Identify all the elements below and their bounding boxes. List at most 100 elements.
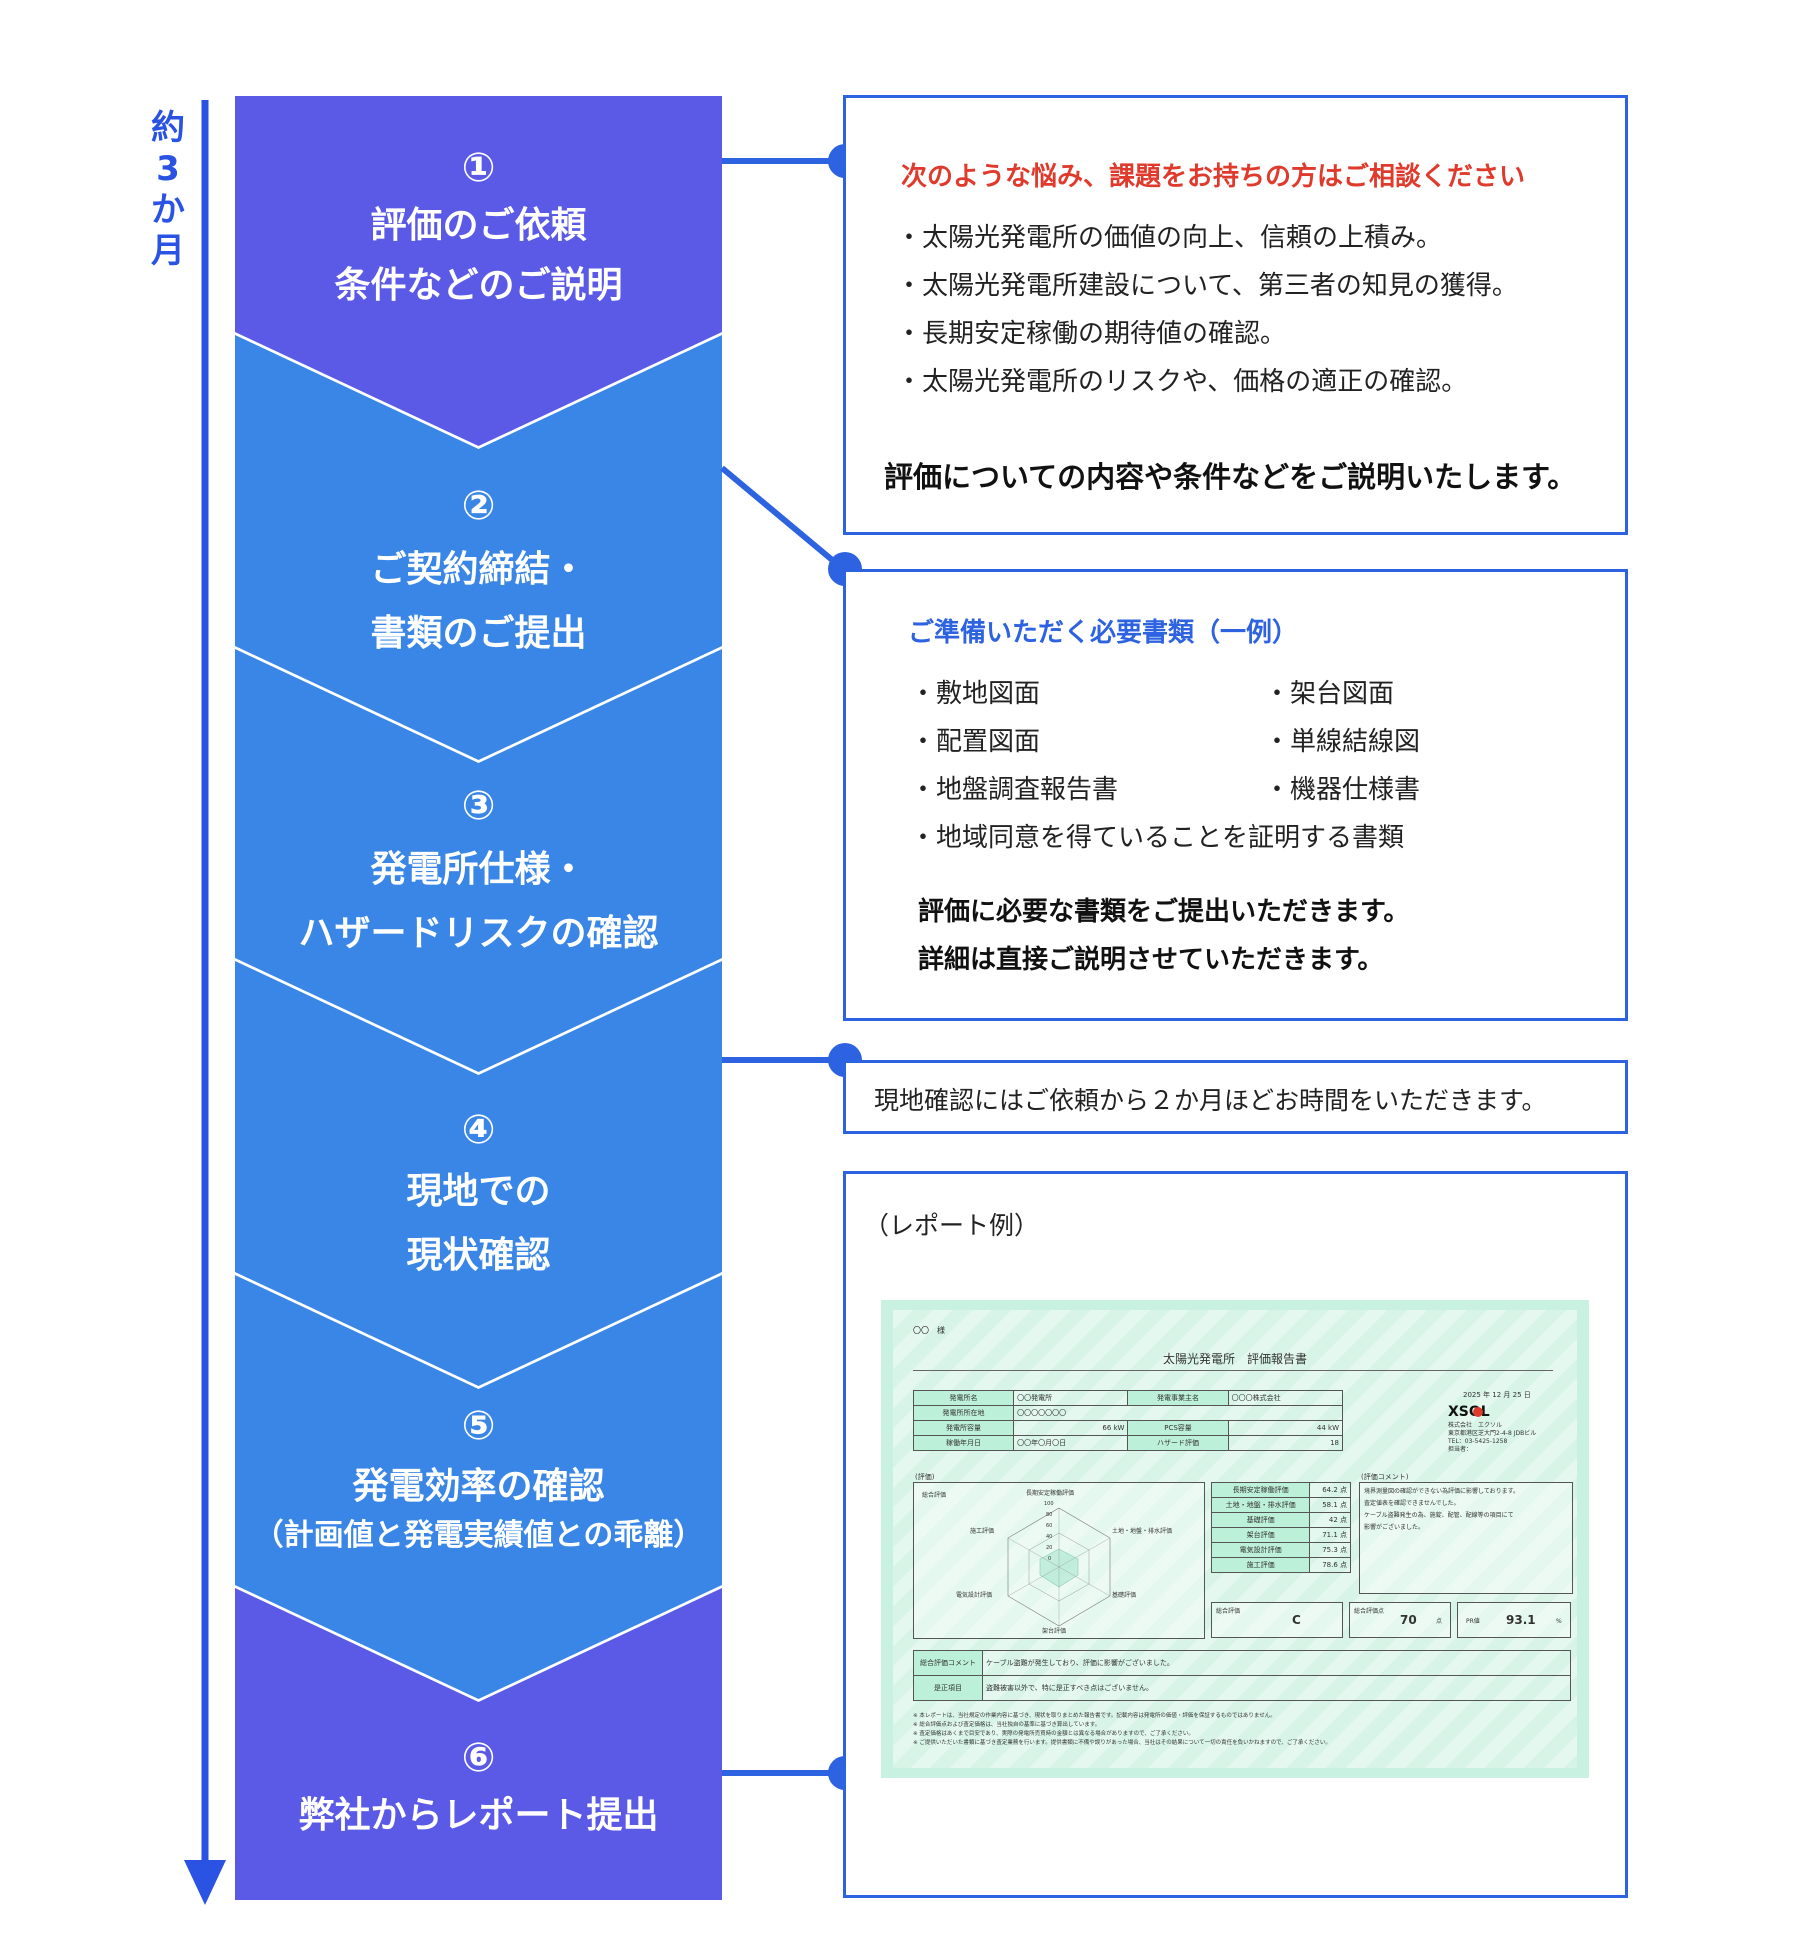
table-cell: ケーブル盗難が発生しており、評価に影響がございました。 (982, 1650, 1571, 1676)
table-cell: 75.3 点 (1309, 1542, 1351, 1558)
step-line: 現地での (406, 1171, 551, 1212)
list-item: ・太陽光発電所のリスクや、価格の適正の確認。 (896, 367, 1468, 397)
table-cell: 長期安定稼働評価 (1210, 1482, 1311, 1498)
radar-axis-label: 長期安定稼働評価 (1026, 1490, 1075, 1497)
table-cell: 42 点 (1309, 1512, 1351, 1528)
report-note: ※ 査定価格はあくまで目安であり、実際の発電所売買時の金額とは異なる場合がありま… (913, 1731, 1194, 1737)
report-eval-label: (評価) (915, 1473, 935, 1481)
documents-list-left: ・敷地図面 ・配置図面 ・地盤調査報告書 (910, 670, 1118, 814)
table-cell: 発電所所在地 (912, 1405, 1015, 1421)
table-cell: 盗難被害以外で、特に是正すべき点はございません。 (982, 1675, 1571, 1701)
radar-axis-label: 施工評価 (970, 1528, 995, 1535)
radar-tick: 100 (1044, 1501, 1054, 1507)
documents-footer-1: 評価に必要な書類をご提出いただきます。 (918, 897, 1410, 927)
report-logo: XSOL (1448, 1404, 1490, 1420)
table-cell: 発電事業主名 (1127, 1390, 1229, 1406)
report-radar-panel: 総合評価 長期安定稼働評価 土地・地盤・排水評価 基礎評価 架台評価 電気設計評… (913, 1482, 1205, 1639)
timeline-arrow (184, 100, 226, 1905)
table-cell: 施工評価 (1210, 1557, 1311, 1573)
step-1: ① 評価のご依頼 条件などのご説明 (235, 144, 722, 316)
table-row: 総合評価コメントケーブル盗難が発生しており、評価に影響がございました。 (913, 1650, 1571, 1676)
table-cell: PCS容量 (1127, 1420, 1229, 1436)
report-title-rule (913, 1370, 1553, 1371)
comment-line: ケーブル盗難発生の為、施錠、配管、配線等の項目にて (1364, 1512, 1514, 1519)
connectors (720, 158, 845, 1776)
step-subline: （計画値と発電実績値との乖離） (253, 1518, 704, 1553)
list-item: ・地盤調査報告書 (910, 775, 1119, 805)
table-cell: 土地・地盤・排水評価 (1210, 1497, 1311, 1513)
list-item: ・敷地図面 (910, 679, 1041, 709)
step-5: ⑤ 発電効率の確認 （計画値と発電実績値との乖離） (235, 1402, 722, 1558)
points-value: 70 (1400, 1613, 1417, 1627)
step-number: ① (461, 145, 496, 191)
grade-value: C (1292, 1613, 1301, 1627)
timeline-label-char: か (151, 190, 185, 230)
step-number: ⑥ (461, 1735, 496, 1781)
step-1-shape (235, 96, 722, 446)
report-note: ※ 本レポートは、当社規定の作業内容に基づき、現状を取りまとめた報告書です。記載… (913, 1713, 1276, 1719)
report-addressee: 〇〇 様 (913, 1326, 945, 1335)
points-label: 総合評価点 (1354, 1608, 1385, 1615)
comment-line: 影響がございました。 (1364, 1524, 1425, 1531)
step-line: 評価のご依頼 (370, 205, 587, 246)
table-row: 稼働年月日 〇〇年〇月〇日 ハザード評価 18 (912, 1435, 1344, 1451)
table-cell: 電気設計評価 (1210, 1542, 1311, 1558)
consultation-heading: 次のような悩み、課題をお持ちの方はご相談ください (901, 162, 1526, 192)
table-cell: 18 (1227, 1435, 1344, 1451)
timeline-label-char: 月 (151, 231, 185, 271)
table-cell: 発電所容量 (912, 1420, 1015, 1436)
table-row: 是正項目盗難被害以外で、特に是正すべき点はございません。 (913, 1675, 1571, 1701)
report-company: 株式会社 エクソル (1448, 1422, 1503, 1429)
step-3: ③ 発電所仕様・ ハザードリスクの確認 (235, 782, 722, 966)
list-item: ・長期安定稼働の期待値の確認。 (896, 319, 1287, 349)
site-visit-text: 現地確認にはご依頼から２か月ほどお時間をいただきます。 (874, 1086, 1547, 1115)
table-cell: 58.1 点 (1309, 1497, 1351, 1513)
step-4: ④ 現地での 現状確認 (235, 1106, 722, 1288)
documents-list-right: ・架台図面 ・単線結線図 ・機器仕様書 (1264, 670, 1420, 814)
step-line: 発電効率の確認 (352, 1466, 605, 1507)
step-line: 条件などのご説明 (334, 265, 623, 306)
consultation-list: ・太陽光発電所の価値の向上、信頼の上積み。 ・太陽光発電所建設について、第三者の… (896, 214, 1518, 406)
table-cell: 78.6 点 (1309, 1557, 1351, 1573)
table-cell: 〇〇年〇月〇日 (1013, 1435, 1129, 1451)
report-date: 2025 年 12 月 25 日 (1463, 1391, 1531, 1399)
documents-heading: ご準備いただく必要書類（一例） (908, 618, 1299, 648)
table-cell: 71.1 点 (1309, 1527, 1351, 1543)
report-example-caption: （レポート例） (864, 1211, 1040, 1240)
step-3-shape (235, 649, 722, 1072)
step-number: ③ (461, 783, 496, 829)
report-company: 担当者： (1448, 1446, 1473, 1453)
table-cell: 総合評価コメント (913, 1650, 983, 1676)
list-item: ・配置図面 (910, 727, 1041, 757)
list-item: ・地域同意を得ていることを証明する書類 (910, 823, 1405, 853)
step-number: ④ (461, 1107, 496, 1153)
step-line: 書類のご提出 (370, 613, 587, 654)
list-item: ・太陽光発電所建設について、第三者の知見の獲得。 (896, 271, 1518, 301)
list-item: ・機器仕様書 (1264, 775, 1421, 805)
report-comment-label: (評価コメント) (1361, 1473, 1409, 1481)
report-company: 東京都港区芝大門2-4-8 JDBビル (1448, 1430, 1537, 1437)
radar-tick: 60 (1046, 1523, 1053, 1529)
pr-value: 93.1 (1506, 1613, 1536, 1627)
radar-axis-label: 基礎評価 (1112, 1592, 1137, 1599)
radar-tick: 40 (1046, 1534, 1053, 1540)
grade-label: 総合評価 (1216, 1608, 1241, 1615)
documents-box: ご準備いただく必要書類（一例） ・敷地図面 ・配置図面 ・地盤調査報告書 ・架台… (843, 569, 1628, 1021)
radar-chart (1007, 1507, 1111, 1627)
consultation-footer: 評価についての内容や条件などをご説明いたします。 (884, 460, 1577, 494)
documents-list-full: ・地域同意を得ていることを証明する書類 (910, 814, 1404, 862)
list-item: ・単線結線図 (1264, 727, 1421, 757)
step-line: ハザードリスクの確認 (298, 913, 659, 954)
table-cell: 〇〇発電所 (1013, 1390, 1129, 1406)
report-info-table: 発電所名 〇〇発電所 発電事業主名 〇〇〇株式会社 発電所所在地 〇〇〇〇〇〇〇… (912, 1390, 1344, 1451)
step-line: 現状確認 (406, 1235, 551, 1276)
step-line: ご契約締結・ (370, 549, 587, 590)
report-page: 〇〇 様 太陽光発電所 評価報告書 発電所名 〇〇発電所 発電事業主名 〇〇〇株… (893, 1310, 1577, 1768)
